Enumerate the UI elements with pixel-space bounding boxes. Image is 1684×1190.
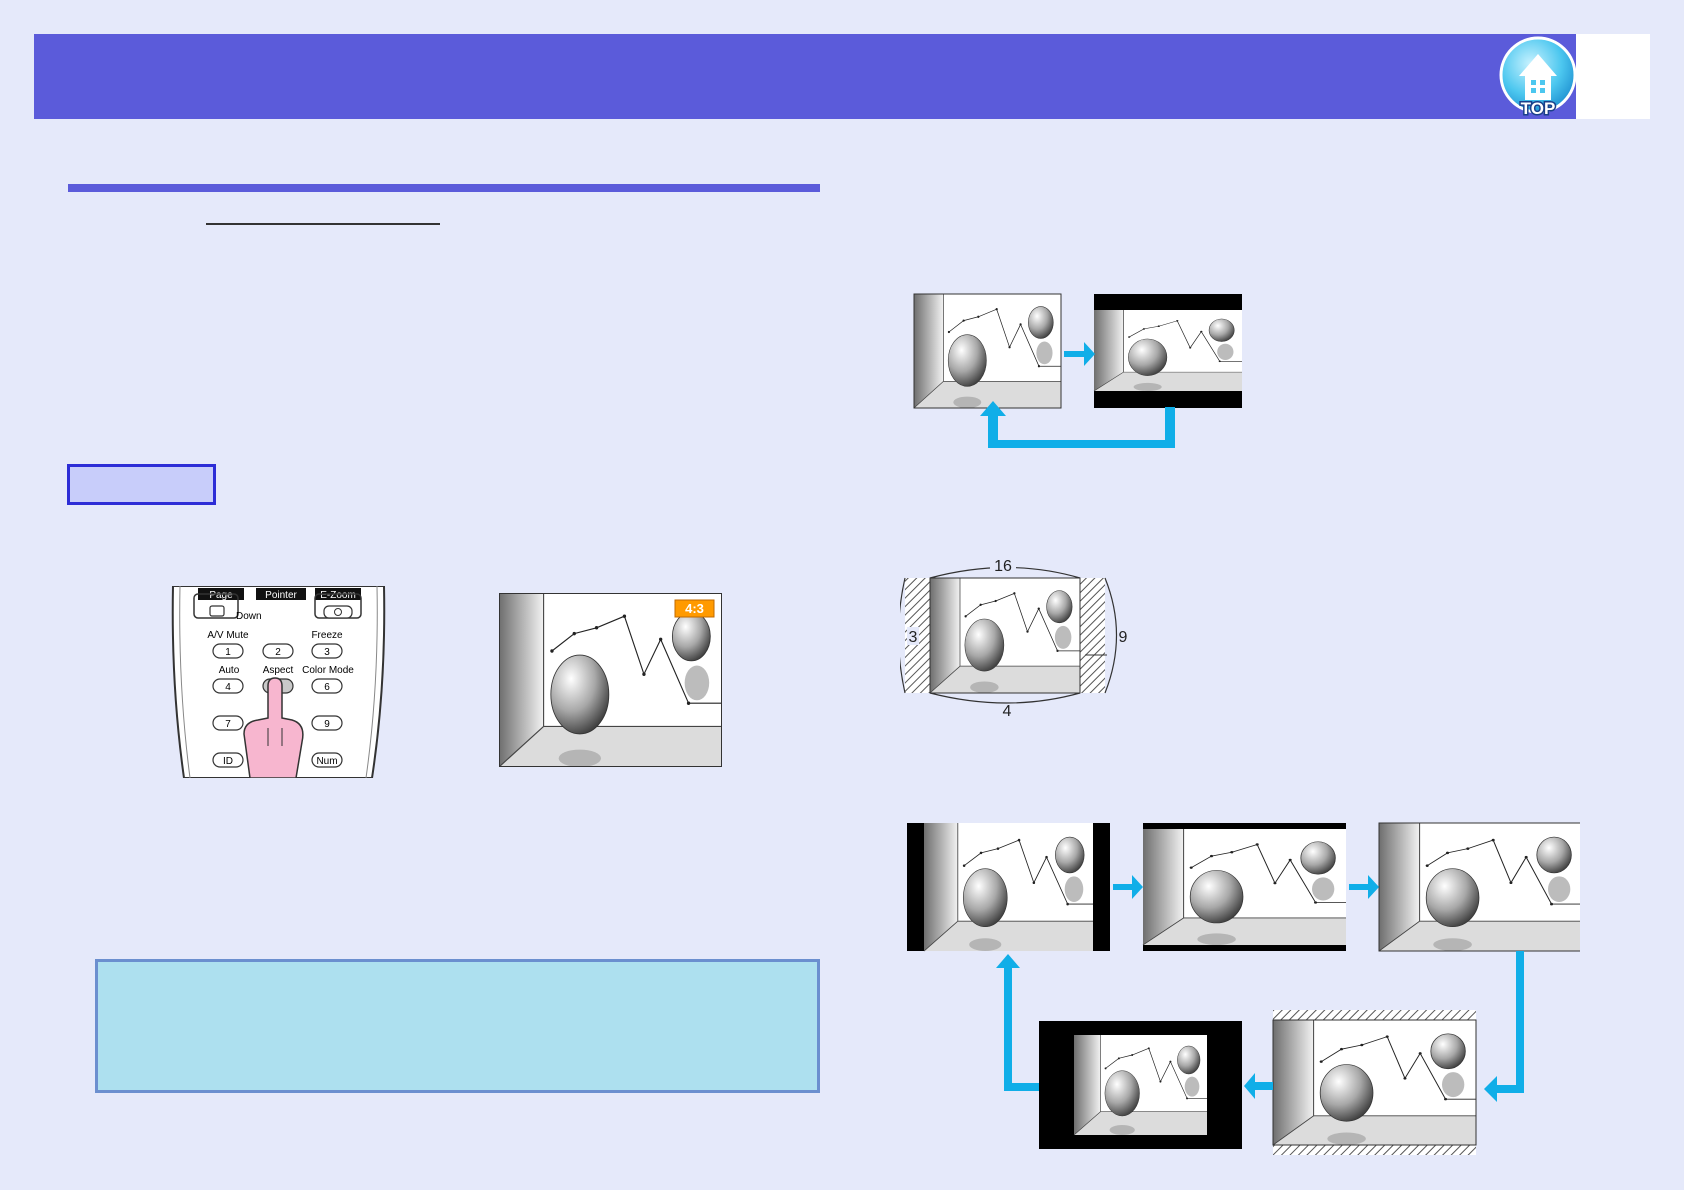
dimension-figure: 16 9 3 4 [900,556,1128,720]
frame-wide-letterbox [1142,823,1347,951]
aspect-label: Aspect [263,665,294,676]
svg-text:3: 3 [324,647,330,658]
avmute-label: A/V Mute [207,630,249,641]
top-label: TOP [1521,99,1556,118]
frame-normal [913,293,1062,409]
remote-control: Page Pointer E-Zoom Down A/V Mute Freeze… [171,586,386,778]
key-4[interactable]: 4 [212,678,244,694]
frame-zoom [1272,1010,1477,1155]
svg-text:4: 4 [225,682,231,693]
finger-icon [243,677,304,778]
dim-height-right: 9 [1119,629,1128,646]
colormode-label: Color Mode [302,665,354,676]
svg-text:ID: ID [223,756,233,767]
projected-screen: 4:3 [499,593,722,767]
id-button[interactable]: ID [212,752,244,768]
down-label: Down [236,611,262,622]
ezoom-minus-button[interactable] [323,605,353,619]
svg-text:2: 2 [275,647,281,658]
page-down-button[interactable] [209,605,225,617]
key-7[interactable]: 7 [212,715,244,731]
svg-text:7: 7 [225,719,231,730]
header-bar [34,34,1576,119]
house-icon [1499,36,1577,114]
svg-text:9: 9 [324,719,330,730]
dim-width-bottom: 4 [1003,703,1012,720]
key-3[interactable]: 3 [311,643,343,659]
frame-windowbox [1039,1021,1242,1149]
section-rule [68,184,820,192]
svg-text:6: 6 [324,682,330,693]
key-2[interactable]: 2 [262,643,294,659]
dim-height-left: 3 [909,629,918,646]
dim-width-top: 16 [994,558,1012,575]
svg-text:1: 1 [225,647,231,658]
page-label: Page [209,590,233,601]
header-corner [1576,34,1650,119]
auto-label: Auto [219,665,240,676]
frame-full [1378,822,1580,952]
frame-pillarbox [907,822,1110,952]
link-underline[interactable] [206,223,440,225]
note-box [95,959,820,1093]
procedure-box [67,464,216,505]
key-6[interactable]: 6 [311,678,343,694]
num-button[interactable]: Num [311,752,343,768]
ezoom-label: E-Zoom [320,590,356,601]
aspect-diagrams: 16 9 3 4 [900,293,1580,1155]
key-1[interactable]: 1 [212,643,244,659]
svg-text:Num: Num [316,756,337,767]
top-button[interactable]: TOP [1497,34,1581,120]
aspect-badge-text: 4:3 [685,601,704,616]
freeze-label: Freeze [311,630,343,641]
aspect-badge [674,599,715,618]
pointer-label: Pointer [265,590,297,601]
key-9[interactable]: 9 [311,715,343,731]
frame-letterbox [1093,294,1243,408]
